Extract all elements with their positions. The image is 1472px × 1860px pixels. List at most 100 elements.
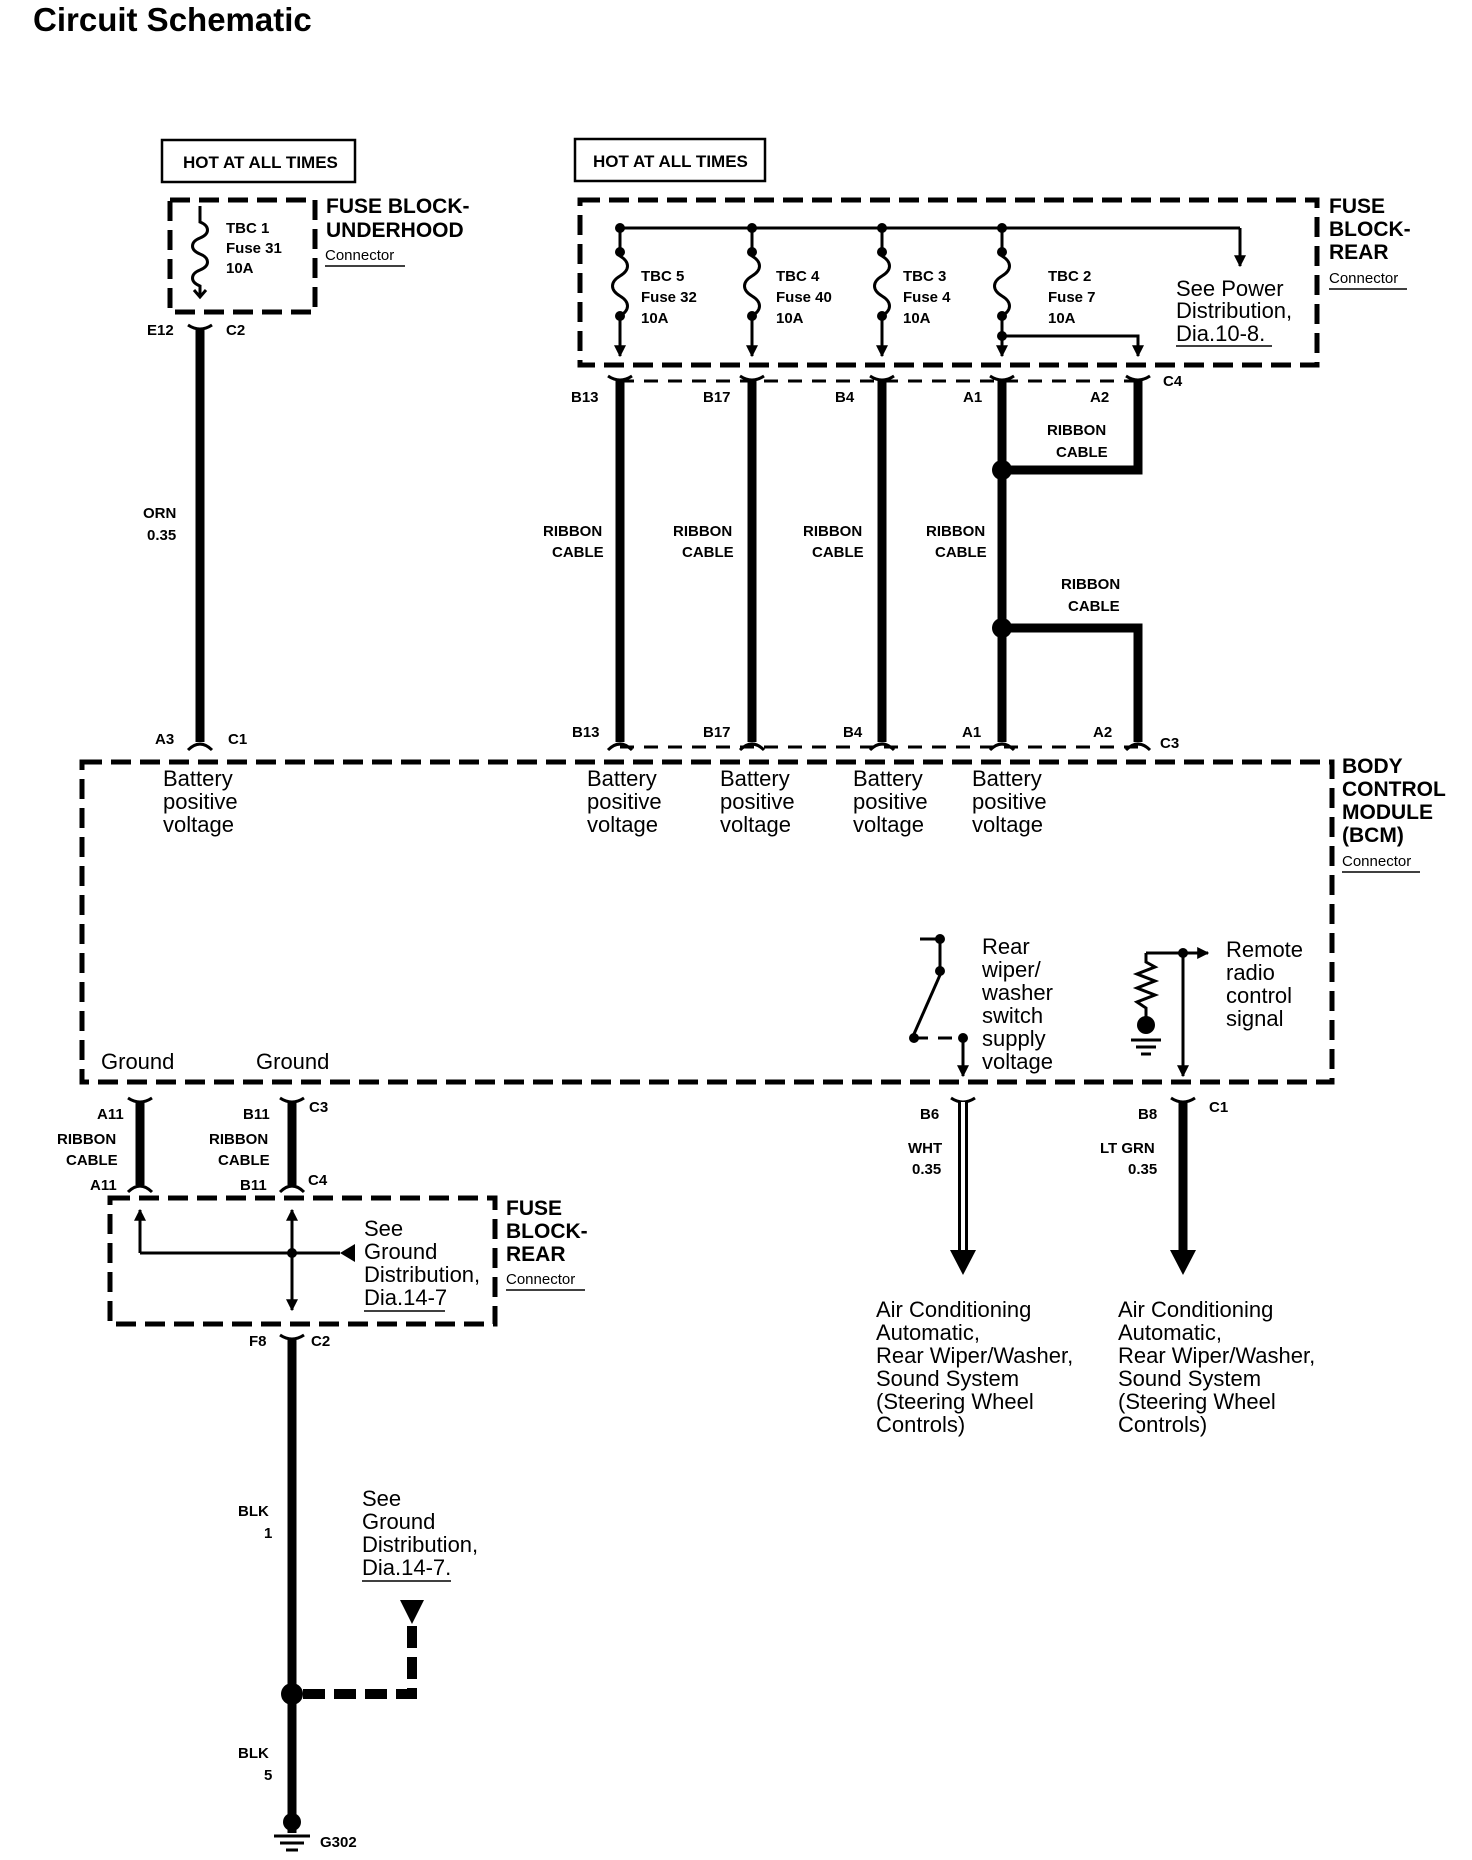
svg-text:10A: 10A xyxy=(1048,310,1076,327)
svg-text:TBC 4: TBC 4 xyxy=(776,268,820,285)
ground-g302-label: G302 xyxy=(320,1834,357,1851)
svg-text:MODULE: MODULE xyxy=(1342,801,1433,824)
svg-text:(Steering Wheel: (Steering Wheel xyxy=(876,1389,1034,1414)
svg-text:10A: 10A xyxy=(226,260,254,277)
connector-label: Connector xyxy=(325,247,394,264)
svg-text:RIBBON: RIBBON xyxy=(57,1131,116,1148)
rear-wiper-switch-symbol xyxy=(909,934,969,1078)
svg-text:WHT: WHT xyxy=(908,1140,942,1157)
svg-text:Ground: Ground xyxy=(362,1509,435,1534)
svg-text:A11: A11 xyxy=(97,1106,124,1123)
svg-text:RIBBON: RIBBON xyxy=(673,523,732,540)
bpv-label-3: Battery positive voltage xyxy=(720,766,795,837)
bpv-label-2: Battery positive voltage xyxy=(587,766,662,837)
fuse-block-underhood: HOT AT ALL TIMES TBC 1 Fuse 31 10A FUSE … xyxy=(147,138,470,339)
svg-text:A1: A1 xyxy=(962,724,981,741)
bpv-label-5: Battery positive voltage xyxy=(972,766,1047,837)
svg-text:0.35: 0.35 xyxy=(147,527,176,544)
svg-text:Battery: Battery xyxy=(587,766,657,791)
svg-text:voltage: voltage xyxy=(853,812,924,837)
svg-text:LT GRN: LT GRN xyxy=(1100,1140,1155,1157)
svg-text:CABLE: CABLE xyxy=(1056,444,1108,461)
svg-text:radio: radio xyxy=(1226,960,1275,985)
svg-text:Air Conditioning: Air Conditioning xyxy=(1118,1297,1273,1322)
hot-at-all-times-label: HOT AT ALL TIMES xyxy=(183,153,338,172)
svg-text:TBC 3: TBC 3 xyxy=(903,268,946,285)
svg-text:RIBBON: RIBBON xyxy=(1047,422,1106,439)
svg-text:voltage: voltage xyxy=(587,812,658,837)
svg-text:UNDERHOOD: UNDERHOOD xyxy=(326,219,464,242)
svg-text:B6: B6 xyxy=(920,1106,939,1123)
orn-wire: ORN 0.35 xyxy=(143,323,214,752)
svg-text:0.35: 0.35 xyxy=(912,1161,941,1178)
remote-radio-label: Remote radio control signal xyxy=(1226,937,1303,1031)
svg-text:B17: B17 xyxy=(703,389,731,406)
svg-text:BLOCK-: BLOCK- xyxy=(1329,218,1411,241)
bcm-title: BODY xyxy=(1342,755,1403,778)
fuse-31-symbol xyxy=(191,206,209,296)
fuse-4-branch: TBC 3 Fuse 4 10A xyxy=(873,223,951,358)
svg-text:B4: B4 xyxy=(835,389,855,406)
svg-text:Dia.14-7.: Dia.14-7. xyxy=(362,1555,451,1580)
svg-text:B11: B11 xyxy=(243,1106,270,1123)
svg-text:switch: switch xyxy=(982,1003,1043,1028)
connector-label: Connector xyxy=(1342,853,1411,870)
svg-text:Fuse 7: Fuse 7 xyxy=(1048,289,1096,306)
ground-symbol-icon xyxy=(274,1813,310,1852)
svg-text:Battery: Battery xyxy=(163,766,233,791)
svg-text:Fuse 40: Fuse 40 xyxy=(776,289,832,306)
svg-text:Dia.10-8.: Dia.10-8. xyxy=(1176,321,1265,346)
svg-text:CABLE: CABLE xyxy=(218,1152,270,1169)
svg-text:voltage: voltage xyxy=(972,812,1043,837)
rear-wiper-label: Rear wiper/ washer switch supply voltage xyxy=(981,934,1053,1074)
svg-text:0.35: 0.35 xyxy=(1128,1161,1157,1178)
svg-text:B11: B11 xyxy=(240,1177,267,1194)
svg-text:10A: 10A xyxy=(641,310,669,327)
svg-text:positive: positive xyxy=(720,789,795,814)
fuse-7-branch: TBC 2 Fuse 7 10A xyxy=(993,223,1144,358)
svg-text:B4: B4 xyxy=(843,724,863,741)
svg-text:RIBBON: RIBBON xyxy=(803,523,862,540)
svg-text:C2: C2 xyxy=(311,1333,330,1350)
fuse-block-rear-top: HOT AT ALL TIMES TBC 5 Fuse 32 10A TBC 4… xyxy=(571,137,1411,406)
svg-text:C2: C2 xyxy=(226,322,245,339)
svg-text:A3: A3 xyxy=(155,731,174,748)
destination-label-2: Air Conditioning Automatic, Rear Wiper/W… xyxy=(1118,1297,1315,1437)
svg-text:See: See xyxy=(362,1486,401,1511)
svg-text:positive: positive xyxy=(587,789,662,814)
svg-text:Sound System: Sound System xyxy=(876,1366,1019,1391)
svg-text:Battery: Battery xyxy=(972,766,1042,791)
svg-text:CABLE: CABLE xyxy=(682,544,734,561)
ground-label-1: Ground xyxy=(101,1049,174,1074)
bpv-label-4: Battery positive voltage xyxy=(853,766,928,837)
svg-text:Sound System: Sound System xyxy=(1118,1366,1261,1391)
svg-text:RIBBON: RIBBON xyxy=(209,1131,268,1148)
ltgrn-wire: LT GRN 0.35 xyxy=(1100,1096,1196,1275)
svg-text:Rear Wiper/Washer,: Rear Wiper/Washer, xyxy=(876,1343,1073,1368)
svg-text:Remote: Remote xyxy=(1226,937,1303,962)
svg-text:voltage: voltage xyxy=(720,812,791,837)
svg-text:F8: F8 xyxy=(249,1333,267,1350)
svg-text:(Steering Wheel: (Steering Wheel xyxy=(1118,1389,1276,1414)
svg-text:CABLE: CABLE xyxy=(66,1152,118,1169)
svg-text:E12: E12 xyxy=(147,322,174,339)
svg-text:positive: positive xyxy=(853,789,928,814)
svg-text:Controls): Controls) xyxy=(876,1412,965,1437)
svg-text:A2: A2 xyxy=(1090,389,1109,406)
svg-text:positive: positive xyxy=(972,789,1047,814)
fuse-block-rear-bottom-title: FUSE xyxy=(506,1197,562,1220)
svg-text:signal: signal xyxy=(1226,1006,1283,1031)
svg-text:Ground: Ground xyxy=(364,1239,437,1264)
fuse-block-rear-title: FUSE xyxy=(1329,195,1385,218)
svg-text:C3: C3 xyxy=(309,1099,328,1116)
bpv-label-1: Battery positive voltage xyxy=(163,766,238,837)
svg-text:A2: A2 xyxy=(1093,724,1112,741)
svg-text:CABLE: CABLE xyxy=(1068,598,1120,615)
fuse-block-rear-bottom: See Ground Distribution, Dia.14-7 FUSE B… xyxy=(107,1195,588,1350)
connector-label: Connector xyxy=(1329,270,1398,287)
see-ground-distribution: See xyxy=(364,1216,403,1241)
svg-text:Distribution,: Distribution, xyxy=(364,1262,480,1287)
svg-text:B8: B8 xyxy=(1138,1106,1157,1123)
svg-text:REAR: REAR xyxy=(1329,241,1389,264)
svg-text:TBC 1: TBC 1 xyxy=(226,220,269,237)
